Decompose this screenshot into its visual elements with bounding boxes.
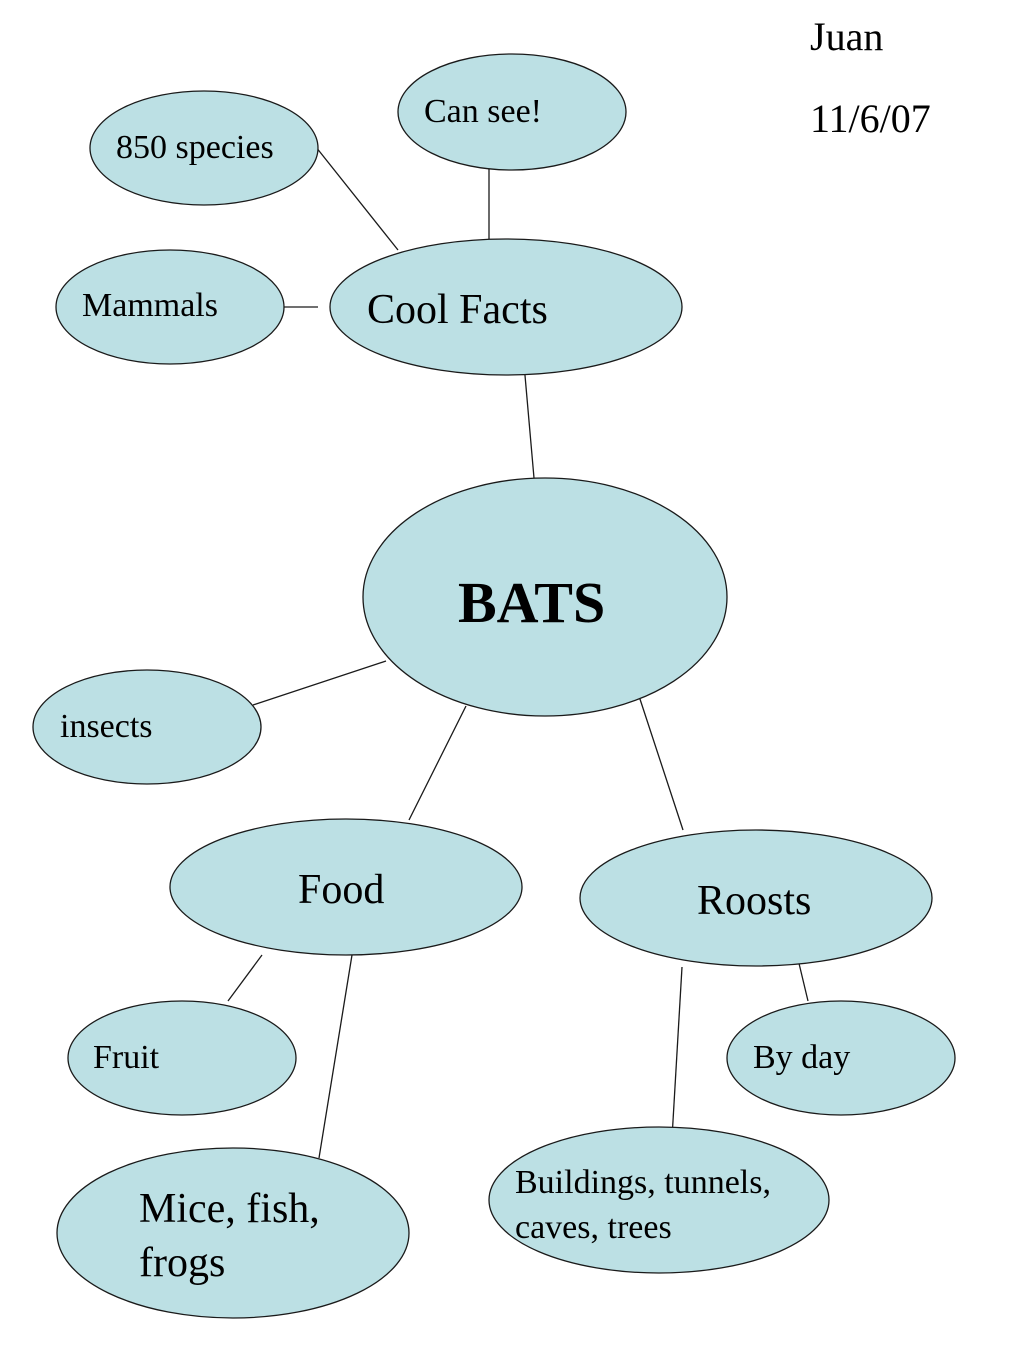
node-cool-facts: Cool Facts	[329, 238, 683, 376]
edge-mice-food	[318, 954, 353, 1159]
node-roosts-label: Roosts	[697, 878, 811, 924]
edge-food-bats	[408, 705, 467, 821]
node-mammals: Mammals	[55, 249, 285, 365]
node-850-species-label: 850 species	[116, 129, 274, 166]
node-850-species: 850 species	[89, 90, 319, 206]
node-cool-facts-label: Cool Facts	[367, 287, 548, 333]
author-name: Juan	[810, 14, 883, 59]
edge-species-coolfacts	[307, 136, 399, 251]
node-bats: BATS	[362, 477, 728, 717]
node-insects-label: insects	[60, 708, 153, 745]
node-can-see: Can see!	[397, 53, 627, 171]
node-mice-label-line2: frogs	[139, 1240, 225, 1286]
edge-coolfacts-bats	[523, 363, 535, 479]
node-bats-label: BATS	[458, 570, 605, 635]
node-food-label: Food	[298, 867, 384, 913]
node-mammals-label: Mammals	[82, 287, 218, 324]
edge-insects-bats	[252, 660, 387, 706]
edge-buildings-roosts	[671, 966, 683, 1139]
node-buildings-label-line2: caves, trees	[515, 1209, 672, 1246]
edge-roosts-bats	[637, 692, 684, 831]
node-food: Food	[169, 818, 523, 956]
node-fruit: Fruit	[67, 1000, 297, 1116]
node-buildings-label-line1: Buildings, tunnels,	[515, 1164, 771, 1201]
node-mice: Mice, fish, frogs	[56, 1147, 410, 1319]
node-roosts: Roosts	[579, 829, 933, 967]
node-mice-label-line1: Mice, fish,	[139, 1186, 320, 1232]
edge-fruit-food	[227, 954, 263, 1002]
node-fruit-label: Fruit	[93, 1039, 160, 1076]
author-date: 11/6/07	[810, 96, 931, 141]
node-buildings: Buildings, tunnels, caves, trees	[488, 1126, 830, 1274]
node-can-see-label: Can see!	[424, 93, 542, 130]
node-insects: insects	[32, 669, 262, 785]
node-by-day: By day	[726, 1000, 956, 1116]
node-by-day-label: By day	[753, 1039, 850, 1076]
